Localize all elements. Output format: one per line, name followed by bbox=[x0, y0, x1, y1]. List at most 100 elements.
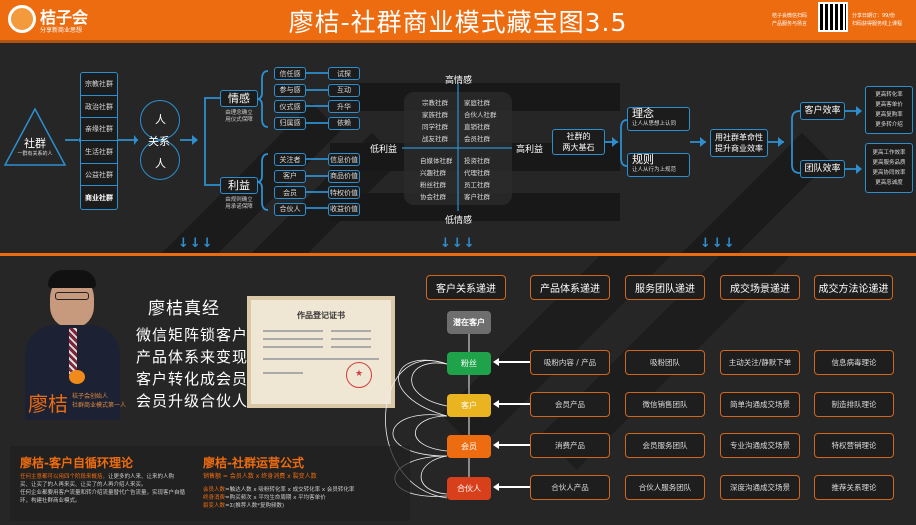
row-cell: 消费产品 bbox=[530, 433, 610, 458]
jing-line: 产品体系来变现 bbox=[136, 348, 249, 366]
axis-right-label: 高利益 bbox=[516, 145, 544, 155]
row-cell: 会员产品 bbox=[530, 392, 610, 417]
jing-line: 微信矩阵锁客户 bbox=[136, 326, 249, 344]
efficiency-item: 更高客单价 bbox=[875, 102, 903, 108]
row-cell: 信息病毒理论 bbox=[814, 350, 894, 375]
header-right-note: 分享日期订：99/份扫码获得服务线上课程 bbox=[852, 13, 903, 27]
arrow-left-icon bbox=[496, 444, 530, 446]
axis-left-label: 低利益 bbox=[370, 145, 398, 155]
quadrant-item: 会员社群 bbox=[464, 135, 490, 143]
stage-2: 粉丝 bbox=[447, 352, 491, 375]
top-section: 社群一群有关系的人 宗教社群政治社群亲缘社群生活社群公益社群商业社群 人 关系 … bbox=[0, 43, 916, 253]
formula-line: 会员人数=触达人数 x 吸粉转化率 x 成交转化率 x 会员转化率 bbox=[203, 487, 355, 493]
quadrant-item: 合伙人社群 bbox=[464, 111, 497, 119]
arrow-left-icon bbox=[496, 486, 530, 488]
person-circle bbox=[140, 140, 180, 180]
connector-lines bbox=[3, 70, 862, 211]
person-label: 人 bbox=[155, 157, 166, 170]
qr-code-icon[interactable] bbox=[818, 2, 848, 32]
efficiency-item: 更高忠诚度 bbox=[875, 180, 903, 186]
down-arrows-icon: ↓↓↓ bbox=[178, 236, 214, 251]
interest-result-box: 商品价值 bbox=[328, 169, 360, 183]
rule-box: 规则让人从行为上规范 bbox=[627, 153, 690, 177]
efficiency-item: 更高协同效率 bbox=[872, 170, 906, 176]
column-header: 产品体系递进 bbox=[530, 275, 610, 300]
row-cell: 特权营销理论 bbox=[814, 433, 894, 458]
community-type-list: 宗教社群政治社群亲缘社群生活社群公益社群商业社群 bbox=[80, 72, 118, 210]
jing-line: 客户转化成会员 bbox=[136, 370, 249, 388]
arrow-head-icon bbox=[493, 358, 499, 366]
emotion-sub: 由理念确立用仪式保障 bbox=[225, 110, 253, 123]
bottom-section: 廖桔 桔子会创始人社群商业模式第一人 廖桔真经 微信矩阵锁客户 产品体系来变现 … bbox=[0, 256, 916, 525]
row-cell: 合伙人服务团队 bbox=[625, 475, 705, 500]
divider bbox=[0, 253, 916, 256]
cycle-theory-title: 廖桔-客户自循环理论 bbox=[20, 456, 133, 470]
jing-title: 廖桔真经 bbox=[148, 299, 220, 319]
community-type-item: 商业社群 bbox=[85, 193, 113, 202]
interest-item-box: 关注者 bbox=[274, 153, 306, 166]
quadrant-item: 自媒体社群 bbox=[420, 157, 453, 165]
interest-box: 利益 bbox=[220, 177, 258, 194]
quadrant-item: 投资社群 bbox=[464, 157, 490, 165]
relation-label: 关系 bbox=[148, 135, 170, 148]
arrow-head-icon bbox=[493, 441, 499, 449]
formula-lines: 会员人数=触达人数 x 吸粉转化率 x 成交转化率 x 会员转化率终身消费=购买… bbox=[203, 486, 354, 510]
team-efficiency-box: 团队效率 bbox=[800, 160, 845, 178]
down-arrows-icon: ↓↓↓ bbox=[440, 236, 476, 251]
red-seal-icon: ★ bbox=[346, 362, 372, 388]
jing-line: 会员升级合伙人 bbox=[136, 392, 249, 410]
orange-logo-icon bbox=[8, 5, 36, 33]
formula-title: 廖桔-社群运营公式 bbox=[203, 456, 304, 470]
founder-titles: 桔子会创始人社群商业模式第一人 bbox=[72, 393, 127, 409]
interest-item-box: 客户 bbox=[274, 169, 306, 183]
community-type-item: 公益社群 bbox=[81, 164, 117, 187]
arrow-head-icon bbox=[493, 483, 499, 491]
quadrant-item: 代理社群 bbox=[464, 169, 490, 177]
person-label: 人 bbox=[155, 113, 166, 126]
quadrant-item: 家庭社群 bbox=[464, 99, 490, 107]
row-cell: 会员服务团队 bbox=[625, 433, 705, 458]
certificate-title: 作品登记证书 bbox=[297, 310, 345, 320]
row-cell: 深度沟通成交场景 bbox=[720, 475, 800, 500]
quadrant-item: 客户社群 bbox=[464, 193, 490, 201]
community-type-item: 宗教社群 bbox=[81, 73, 117, 96]
quadrant-item: 直销社群 bbox=[464, 123, 490, 131]
interest-item-box: 合伙人 bbox=[274, 202, 306, 216]
community-type-item: 生活社群 bbox=[81, 141, 117, 164]
down-arrows-icon: ↓↓↓ bbox=[700, 236, 736, 251]
row-cell: 吸粉团队 bbox=[625, 350, 705, 375]
cycle-arrows bbox=[385, 359, 448, 499]
emotion-result-box: 升华 bbox=[328, 100, 360, 113]
quadrant-item: 同学社群 bbox=[422, 123, 448, 131]
column-header: 成交场景递进 bbox=[720, 275, 800, 300]
team-efficiency-list: 更高工作效率更高服务品质更高协同效率更高忠诚度 bbox=[865, 143, 913, 193]
quadrant-item: 粉丝社群 bbox=[420, 181, 446, 189]
quadrant-item: 战友社群 bbox=[422, 135, 448, 143]
row-cell: 制造排队理论 bbox=[814, 392, 894, 417]
stage-flow-arrows bbox=[468, 334, 470, 477]
column-header: 服务团队递进 bbox=[625, 275, 705, 300]
row-cell: 主动关注/静默下单 bbox=[720, 350, 800, 375]
customer-efficiency-list: 更高转化率更高客单价更高复购率更多转介绍 bbox=[865, 86, 913, 134]
formula-main: 销售额 = 会员人数 x 终身消费 x 裂变人数 bbox=[203, 473, 317, 480]
emotion-item-box: 归属感 bbox=[274, 116, 306, 130]
founder-photo bbox=[15, 270, 135, 420]
efficiency-item: 更高复购率 bbox=[875, 112, 903, 118]
formula-line: 裂变人数=Σ(推荐人数*复购频数) bbox=[203, 503, 285, 509]
logo-text: 桔子会 bbox=[40, 8, 89, 27]
person-circle bbox=[140, 100, 180, 140]
certificate-image: 作品登记证书 ★ bbox=[247, 296, 395, 408]
emotion-result-box: 互动 bbox=[328, 83, 360, 97]
efficiency-item: 更多转介绍 bbox=[875, 122, 903, 128]
logo-subtitle: 分享新商业思想 bbox=[40, 27, 83, 34]
row-cell: 微信销售团队 bbox=[625, 392, 705, 417]
row-cell: 简单沟通成交场景 bbox=[720, 392, 800, 417]
efficiency-item: 更高工作效率 bbox=[872, 150, 906, 156]
header-left-note: 桔子会微信扫码产品服务与扬言 bbox=[772, 13, 808, 27]
community-type-item: 亲缘社群 bbox=[81, 118, 117, 142]
emotion-result-box: 依赖 bbox=[328, 116, 360, 130]
formula-line: 终身消费=购买频次 x 平均生命周期 x 平均客单价 bbox=[203, 495, 326, 501]
row-cell: 推荐关系理论 bbox=[814, 475, 894, 500]
quadrant-item: 兴趣社群 bbox=[420, 169, 446, 177]
stage-1: 潜在客户 bbox=[447, 311, 491, 334]
